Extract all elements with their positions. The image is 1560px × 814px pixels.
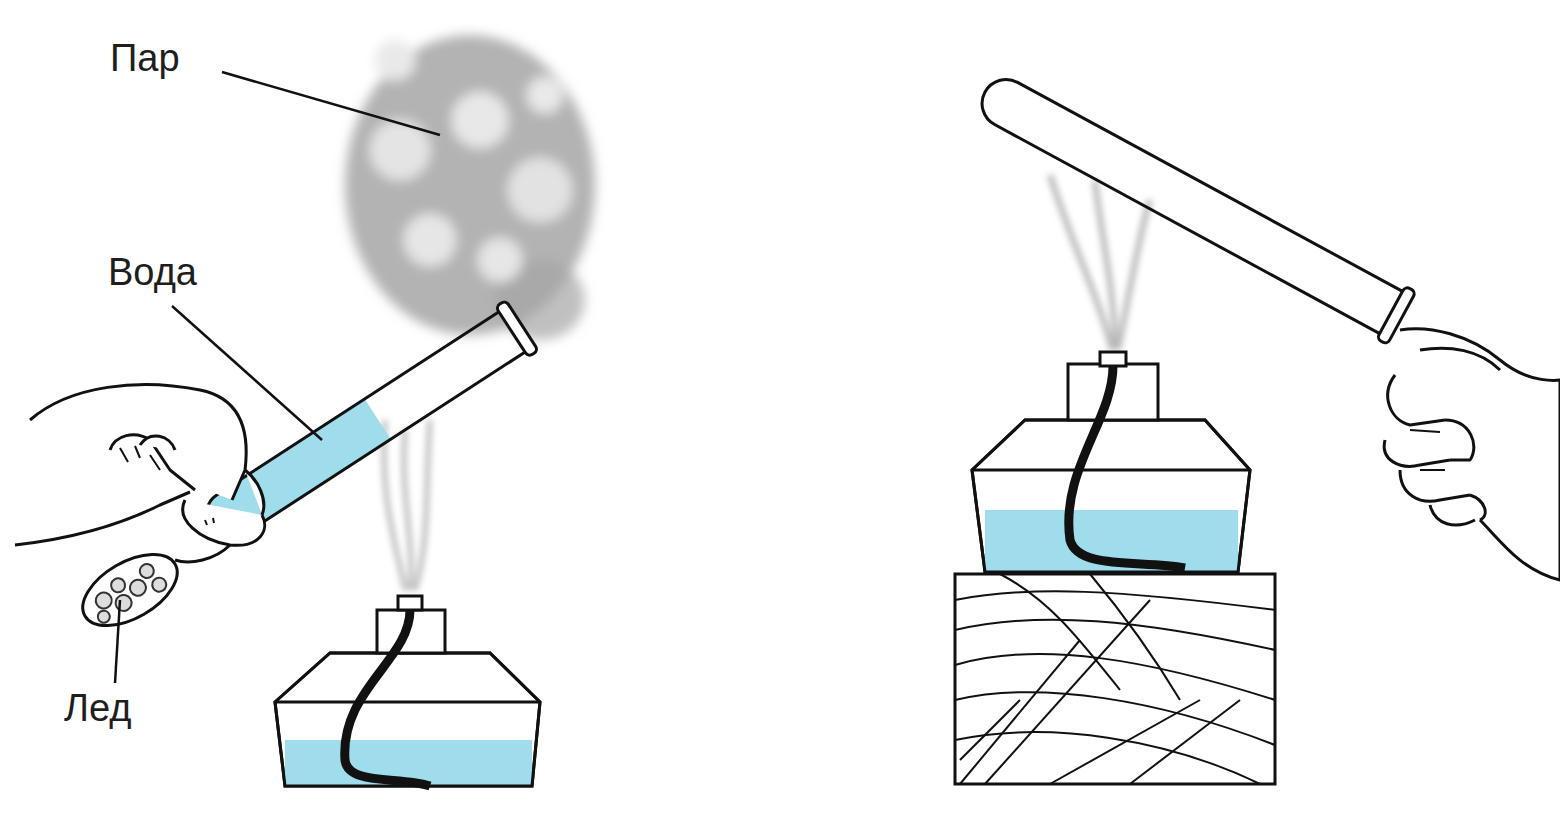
lamp-vapour — [384, 420, 430, 590]
spirit-lamp — [972, 352, 1250, 572]
part-label: Пар — [108, 38, 182, 80]
steam-cloud — [345, 35, 595, 340]
hand — [1384, 329, 1560, 580]
spirit-lamp — [275, 596, 540, 786]
part-label: Вода — [106, 252, 199, 294]
wooden-block — [955, 574, 1275, 784]
part-label: Лед — [62, 688, 133, 730]
leader-line — [115, 72, 440, 683]
ice-bag — [71, 540, 189, 640]
hand — [15, 385, 265, 562]
test-tube — [971, 66, 1416, 345]
